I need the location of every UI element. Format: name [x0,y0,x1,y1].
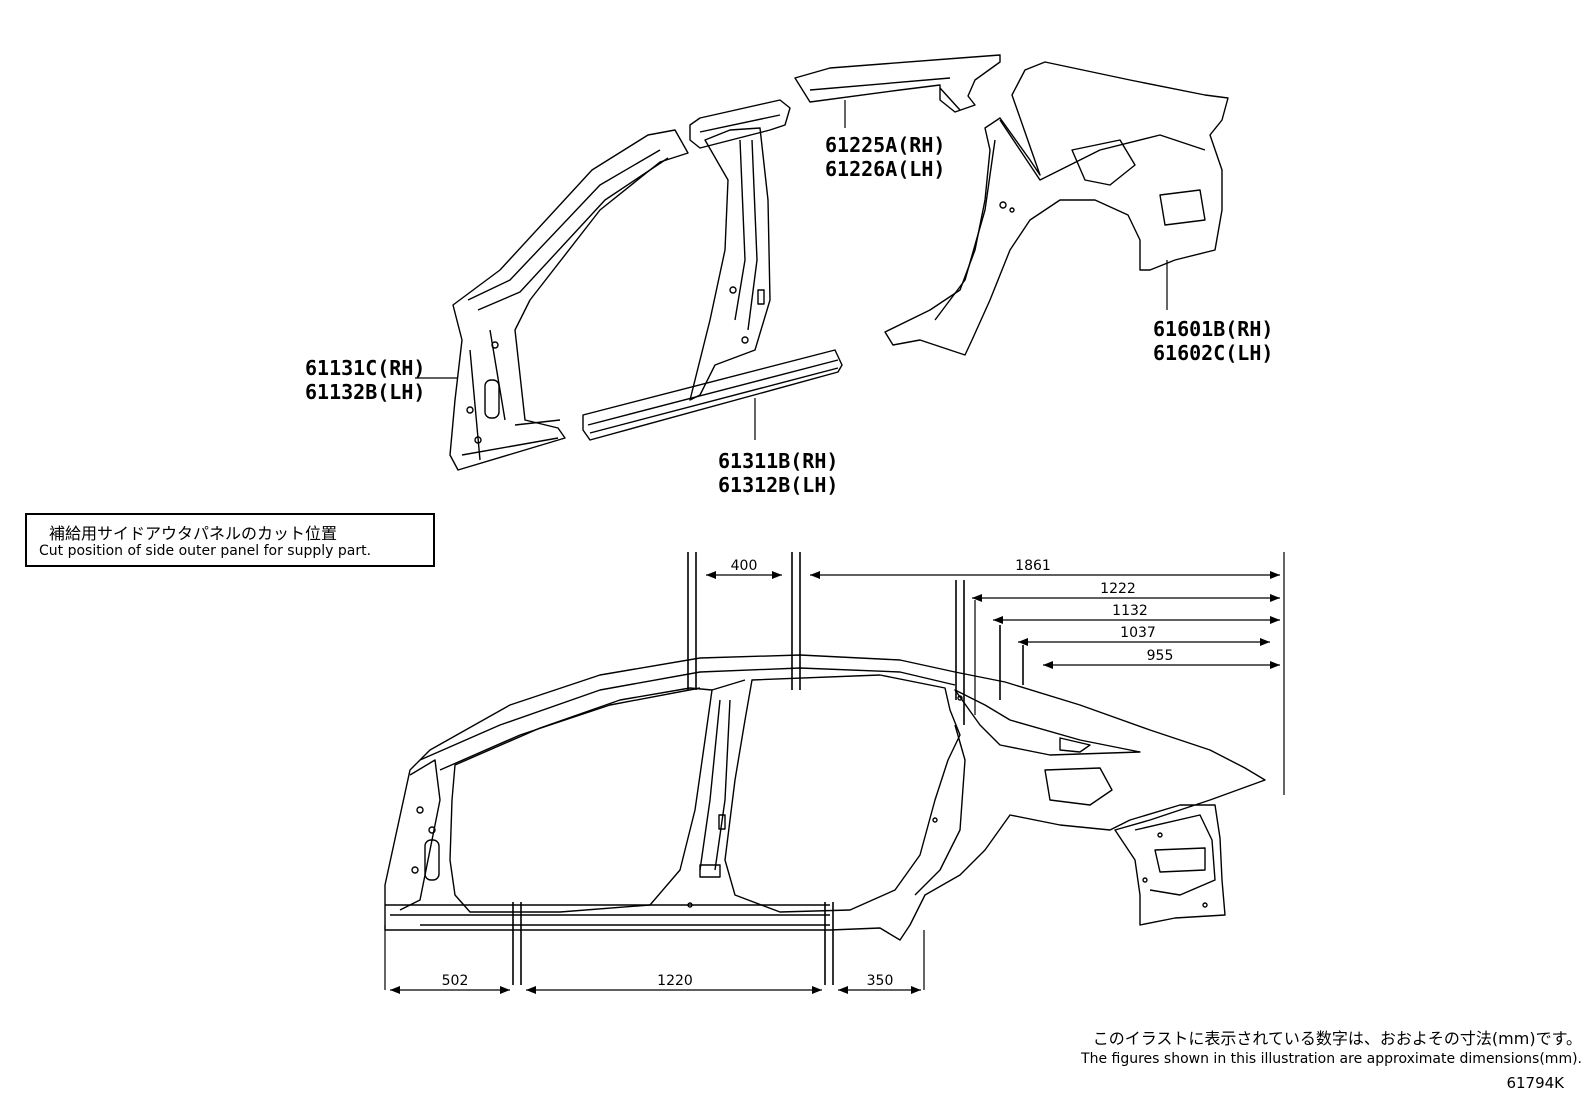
top-leaders [415,100,1168,440]
rocker-label: 61311B(RH) 61312B(LH) [718,449,838,497]
roof-side-lh: 61226A(LH) [825,157,946,181]
b-pillar-cap [689,99,791,149]
rocker-part [582,349,843,441]
roof-side-label: 61225A(RH) 61226A(LH) [825,133,945,181]
a-pillar-part [449,129,689,471]
extension-lines [384,552,1285,990]
a-pillar-rh: 61131C(RH) [305,356,426,380]
note-jp: このイラストに表示されている数字は、おおよその寸法(mm)です。 [1092,1029,1582,1048]
a-pillar-lh: 61132B(LH) [305,380,426,404]
dim-350: 350 [867,973,894,989]
dim-502: 502 [442,973,469,989]
legend-title-jp: 補給用サイドアウタパネルのカット位置 [49,524,338,543]
side-panel-assembly [384,654,1266,941]
dim-1037: 1037 [1120,625,1156,641]
figure-code: 61794K [1506,1074,1564,1092]
cut-position-legend: 補給用サイドアウタパネルのカット位置 Cut position of side … [25,513,435,567]
dim-1861: 1861 [1015,558,1051,574]
roof-side-part [794,54,1001,113]
a-pillar-label: 61131C(RH) 61132B(LH) [305,356,425,404]
dimension-lines [390,571,1280,994]
legend-title-en: Cut position of side outer panel for sup… [39,543,372,559]
dimensions-note: このイラストに表示されている数字は、おおよその寸法(mm)です。 The fig… [1081,1025,1582,1067]
note-en: The figures shown in this illustration a… [1081,1051,1582,1067]
rocker-lh: 61312B(LH) [718,473,839,497]
dim-1222: 1222 [1100,581,1136,597]
dim-1132: 1132 [1112,603,1148,619]
dim-955: 955 [1147,648,1174,664]
quarter-label: 61601B(RH) 61602C(LH) [1153,317,1273,365]
dim-1220: 1220 [657,973,693,989]
quarter-rh: 61601B(RH) [1153,317,1274,341]
quarter-lh: 61602C(LH) [1153,341,1274,365]
cut-lines [512,552,1024,985]
dim-400: 400 [731,558,758,574]
rocker-rh: 61311B(RH) [718,449,839,473]
b-pillar-part [689,127,771,401]
quarter-part [884,61,1229,356]
roof-side-rh: 61225A(RH) [825,133,946,157]
